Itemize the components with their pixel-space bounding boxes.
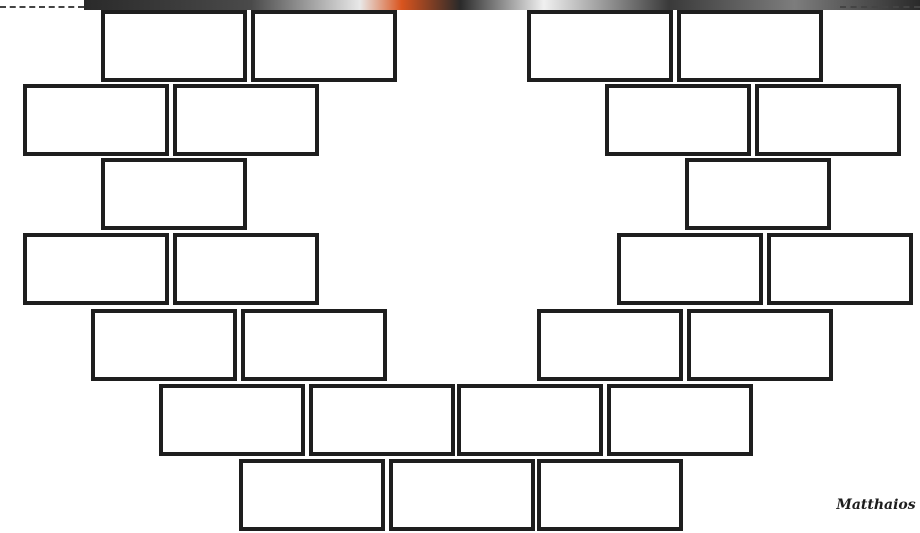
brick (677, 10, 823, 82)
dashed-cut-line (840, 6, 920, 8)
brick (23, 84, 169, 156)
brick (389, 459, 535, 531)
brick (173, 84, 319, 156)
brick (159, 384, 305, 456)
brick (101, 10, 247, 82)
brick (91, 309, 237, 381)
brick (537, 309, 683, 381)
brick (617, 233, 763, 305)
dashed-cut-line (0, 6, 84, 8)
photo-strip-edge (84, 0, 920, 10)
brick (605, 84, 751, 156)
brick (309, 384, 455, 456)
brick (251, 10, 397, 82)
brick (755, 84, 901, 156)
brick (173, 233, 319, 305)
brick (537, 459, 683, 531)
brick (527, 10, 673, 82)
brick (23, 233, 169, 305)
brick (239, 459, 385, 531)
artist-signature: Matthaios Ly (836, 497, 920, 513)
brick (101, 158, 247, 230)
brick (767, 233, 913, 305)
brick (457, 384, 603, 456)
brick (685, 158, 831, 230)
brick (241, 309, 387, 381)
brick (687, 309, 833, 381)
brick (607, 384, 753, 456)
